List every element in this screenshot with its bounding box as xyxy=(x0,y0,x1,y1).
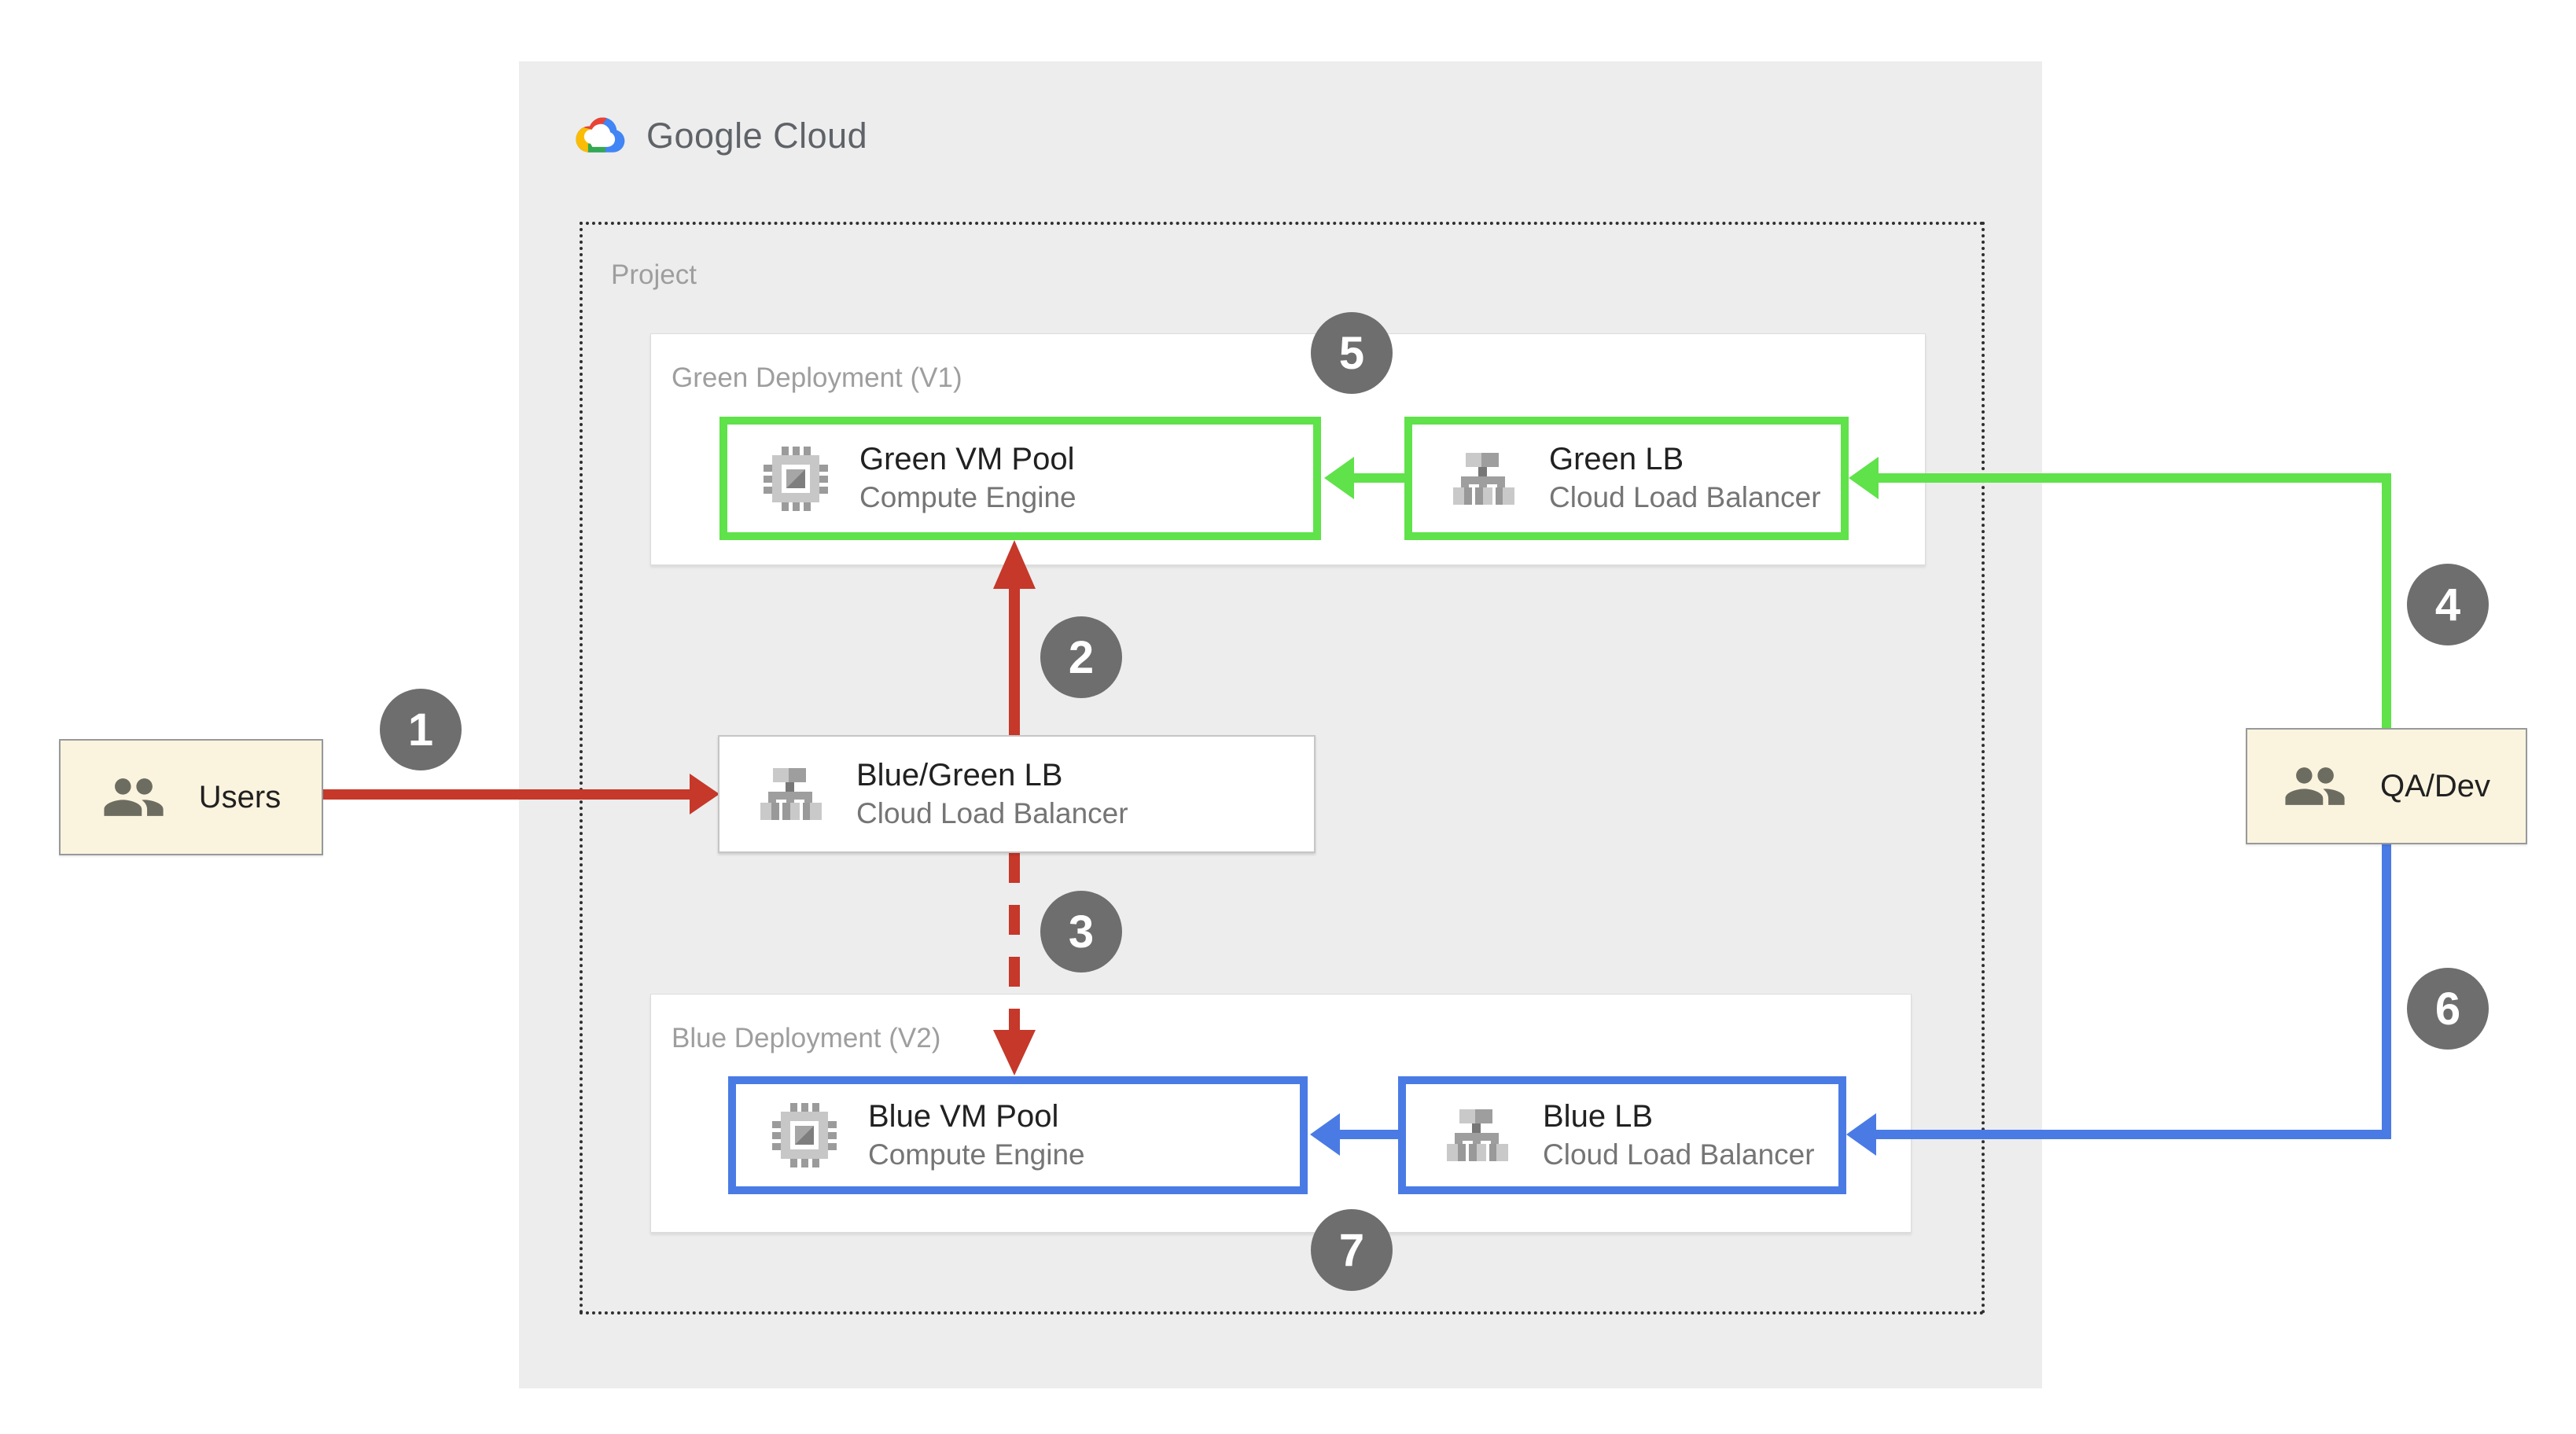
green-lb-node: Green LB Cloud Load Balancer xyxy=(1404,417,1849,540)
people-icon xyxy=(101,765,166,829)
green-deployment-title: Green Deployment (V1) xyxy=(672,362,962,393)
flow-1-line xyxy=(323,789,691,800)
step-marker-5: 5 xyxy=(1311,312,1393,394)
flow-4-hline xyxy=(1879,473,2391,483)
google-cloud-logo-text: Google Cloud xyxy=(646,116,868,156)
flow-2-line xyxy=(1009,583,1020,735)
blue-deployment-title: Blue Deployment (V2) xyxy=(672,1023,941,1053)
compute-engine-icon xyxy=(771,1101,838,1169)
blue-lb-title: Blue LB xyxy=(1543,1098,1654,1134)
step-marker-7: 7 xyxy=(1311,1209,1393,1291)
users-actor: Users xyxy=(59,739,323,855)
flow-2-arrowhead xyxy=(993,540,1036,589)
load-balancer-icon xyxy=(1441,1107,1513,1164)
flow-1-arrowhead xyxy=(690,774,719,814)
compute-engine-icon xyxy=(762,445,830,513)
flow-6-vline xyxy=(2382,844,2391,1139)
flow-7-line xyxy=(1340,1130,1398,1139)
flow-6-hline xyxy=(1876,1130,2391,1139)
green-lb-subtitle: Cloud Load Balancer xyxy=(1549,481,1821,514)
blue-vm-pool-text: Blue VM Pool Compute Engine xyxy=(868,1098,1085,1172)
google-cloud-icon xyxy=(574,112,626,160)
flow-5-line xyxy=(1352,473,1404,483)
flow-3-line xyxy=(1009,853,1020,1032)
blue-vm-pool-node: Blue VM Pool Compute Engine xyxy=(728,1076,1308,1194)
blue-green-lb-subtitle: Cloud Load Balancer xyxy=(856,796,1128,829)
flow-6-arrowhead xyxy=(1846,1113,1876,1156)
flow-4-vline xyxy=(2382,473,2391,728)
people-icon xyxy=(2283,754,2347,818)
load-balancer-icon xyxy=(1447,450,1519,507)
project-boundary: Project xyxy=(580,222,1985,1314)
blue-lb-node: Blue LB Cloud Load Balancer xyxy=(1398,1076,1846,1194)
step-marker-1: 1 xyxy=(380,689,462,770)
project-label: Project xyxy=(611,259,697,290)
qadev-label: QA/Dev xyxy=(2379,768,2491,803)
blue-lb-subtitle: Cloud Load Balancer xyxy=(1543,1138,1815,1171)
qadev-actor: QA/Dev xyxy=(2246,728,2527,844)
blue-vm-pool-subtitle: Compute Engine xyxy=(868,1138,1085,1171)
blue-green-lb-title: Blue/Green LB xyxy=(856,757,1063,792)
green-lb-title: Green LB xyxy=(1549,442,1684,477)
green-vm-pool-subtitle: Compute Engine xyxy=(859,481,1076,514)
flow-3-arrowhead xyxy=(993,1030,1036,1076)
step-marker-4: 4 xyxy=(2407,564,2489,645)
step-marker-3: 3 xyxy=(1040,891,1122,973)
blue-green-lb-node: Blue/Green LB Cloud Load Balancer xyxy=(718,735,1316,853)
flow-5-arrowhead xyxy=(1324,457,1354,499)
google-cloud-logo: Google Cloud xyxy=(574,108,867,164)
green-vm-pool-text: Green VM Pool Compute Engine xyxy=(859,441,1076,515)
users-label: Users xyxy=(198,779,282,814)
blue-lb-text: Blue LB Cloud Load Balancer xyxy=(1543,1098,1815,1172)
step-marker-6: 6 xyxy=(2407,968,2489,1050)
green-vm-pool-title: Green VM Pool xyxy=(859,442,1075,477)
green-vm-pool-node: Green VM Pool Compute Engine xyxy=(719,417,1321,540)
blue-green-lb-text: Blue/Green LB Cloud Load Balancer xyxy=(856,757,1128,831)
blue-vm-pool-title: Blue VM Pool xyxy=(868,1098,1059,1134)
flow-7-arrowhead xyxy=(1310,1113,1340,1156)
step-marker-2: 2 xyxy=(1040,616,1122,698)
green-lb-text: Green LB Cloud Load Balancer xyxy=(1549,441,1821,515)
flow-4-arrowhead xyxy=(1849,457,1879,499)
load-balancer-icon xyxy=(754,766,826,822)
